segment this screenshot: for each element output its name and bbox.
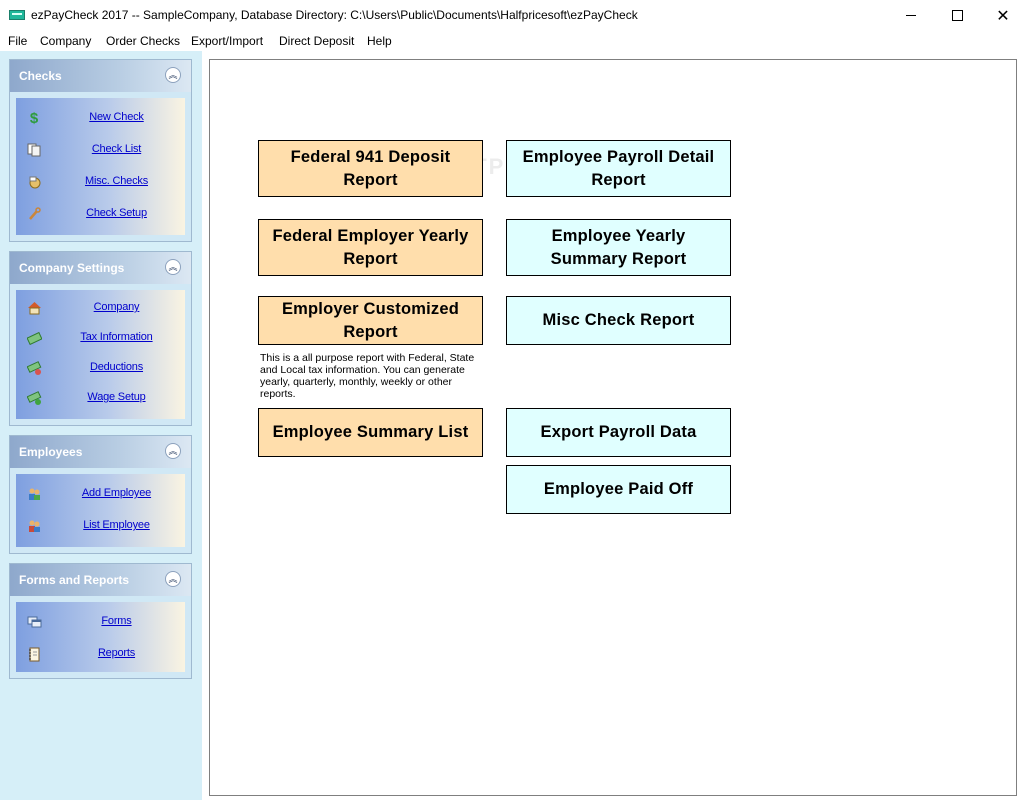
minimize-button[interactable] — [888, 0, 934, 31]
money-icon — [26, 330, 42, 346]
close-icon: ✕ — [996, 7, 1010, 25]
menu-direct-deposit[interactable]: Direct Deposit — [279, 34, 355, 48]
employees-panel: Employees ︽ Add Employee List Employee — [9, 435, 192, 554]
deductions-link[interactable]: Deductions — [89, 361, 144, 373]
employee-summary-list-button[interactable]: Employee Summary List — [258, 408, 483, 457]
sidebar-item-forms[interactable]: Forms — [16, 611, 185, 633]
collapse-icon[interactable]: ︽ — [165, 443, 181, 459]
menu-company[interactable]: Company — [40, 34, 92, 48]
employer-customized-button[interactable]: Employer Customized Report — [258, 296, 483, 345]
sidebar-item-list-employee[interactable]: List Employee — [16, 515, 185, 537]
checks-panel-body: $ New Check Check List Misc. Checks Che — [16, 98, 185, 235]
new-check-link[interactable]: New Check — [89, 111, 144, 123]
check-list-link[interactable]: Check List — [91, 143, 142, 155]
forms-reports-panel-header[interactable]: Forms and Reports ︽ — [10, 564, 191, 596]
employees-panel-title: Employees — [19, 445, 83, 459]
sidebar-item-check-setup[interactable]: Check Setup — [16, 203, 185, 225]
close-button[interactable]: ✕ — [980, 0, 1026, 31]
menu-bar: File Company Order Checks Export/Import … — [0, 31, 1026, 51]
wage-setup-link[interactable]: Wage Setup — [87, 391, 146, 403]
employee-paid-off-button[interactable]: Employee Paid Off — [506, 465, 731, 514]
federal-employer-yearly-button[interactable]: Federal Employer Yearly Report — [258, 219, 483, 276]
check-setup-link[interactable]: Check Setup — [86, 207, 147, 219]
sidebar-item-add-employee[interactable]: Add Employee — [16, 483, 185, 505]
forms-reports-panel: Forms and Reports ︽ Forms Reports — [9, 563, 192, 679]
menu-help[interactable]: Help — [367, 34, 392, 48]
company-link[interactable]: Company — [93, 301, 140, 313]
federal-941-button[interactable]: Federal 941 Deposit Report — [258, 140, 483, 197]
house-icon — [26, 300, 42, 316]
add-employee-link[interactable]: Add Employee — [81, 487, 152, 499]
app-icon — [9, 10, 25, 20]
window-title: ezPayCheck 2017 -- SampleCompany, Databa… — [31, 8, 638, 22]
money-bag-icon — [26, 174, 42, 190]
checks-panel: Checks ︽ $ New Check Check List Misc. Ch… — [9, 59, 192, 242]
sidebar-item-wage-setup[interactable]: Wage Setup — [16, 387, 185, 409]
reports-area: SOFTPEDIA Federal 941 Deposit Report Emp… — [209, 59, 1017, 796]
sidebar: Checks ︽ $ New Check Check List Misc. Ch… — [0, 51, 202, 800]
company-settings-panel-title: Company Settings — [19, 261, 125, 275]
company-settings-panel: Company Settings ︽ Company Tax Informati… — [9, 251, 192, 426]
windows-icon — [26, 614, 42, 630]
tax-information-link[interactable]: Tax Information — [80, 331, 153, 343]
checks-panel-header[interactable]: Checks ︽ — [10, 60, 191, 92]
forms-reports-panel-body: Forms Reports — [16, 602, 185, 672]
sidebar-item-check-list[interactable]: Check List — [16, 139, 185, 161]
reports-link[interactable]: Reports — [97, 647, 136, 659]
collapse-icon[interactable]: ︽ — [165, 259, 181, 275]
title-bar: ezPayCheck 2017 -- SampleCompany, Databa… — [0, 0, 1026, 31]
people-icon — [26, 518, 42, 534]
employee-yearly-summary-button[interactable]: Employee Yearly Summary Report — [506, 219, 731, 276]
company-settings-panel-body: Company Tax Information Deductions Wage … — [16, 290, 185, 419]
minimize-icon — [906, 15, 916, 16]
notebook-icon — [26, 646, 42, 662]
wrench-icon — [26, 206, 42, 222]
employees-panel-header[interactable]: Employees ︽ — [10, 436, 191, 468]
menu-file[interactable]: File — [8, 34, 28, 48]
add-people-icon — [26, 486, 42, 502]
menu-order-checks[interactable]: Order Checks — [106, 34, 181, 48]
money-plus-icon — [26, 390, 42, 406]
sidebar-item-new-check[interactable]: $ New Check — [16, 107, 185, 129]
collapse-icon[interactable]: ︽ — [165, 67, 181, 83]
misc-checks-link[interactable]: Misc. Checks — [85, 175, 148, 187]
maximize-button[interactable] — [934, 0, 980, 31]
forms-reports-panel-title: Forms and Reports — [19, 573, 130, 587]
sidebar-item-misc-checks[interactable]: Misc. Checks — [16, 171, 185, 193]
misc-check-button[interactable]: Misc Check Report — [506, 296, 731, 345]
export-payroll-data-button[interactable]: Export Payroll Data — [506, 408, 731, 457]
list-employee-link[interactable]: List Employee — [83, 519, 150, 531]
collapse-icon[interactable]: ︽ — [165, 571, 181, 587]
menu-export-import[interactable]: Export/Import — [191, 34, 264, 48]
employees-panel-body: Add Employee List Employee — [16, 474, 185, 547]
checks-panel-title: Checks — [19, 69, 62, 83]
sidebar-item-tax-information[interactable]: Tax Information — [16, 327, 185, 349]
dollar-icon: $ — [29, 109, 39, 127]
sidebar-item-reports[interactable]: Reports — [16, 643, 185, 665]
customized-report-description: This is a all purpose report with Federa… — [260, 352, 475, 400]
sidebar-item-deductions[interactable]: Deductions — [16, 357, 185, 379]
company-settings-panel-header[interactable]: Company Settings ︽ — [10, 252, 191, 284]
sidebar-item-company[interactable]: Company — [16, 297, 185, 319]
money-minus-icon — [26, 360, 42, 376]
forms-link[interactable]: Forms — [101, 615, 132, 627]
pages-icon — [26, 142, 42, 158]
maximize-icon — [951, 10, 963, 21]
employee-payroll-detail-button[interactable]: Employee Payroll Detail Report — [506, 140, 731, 197]
